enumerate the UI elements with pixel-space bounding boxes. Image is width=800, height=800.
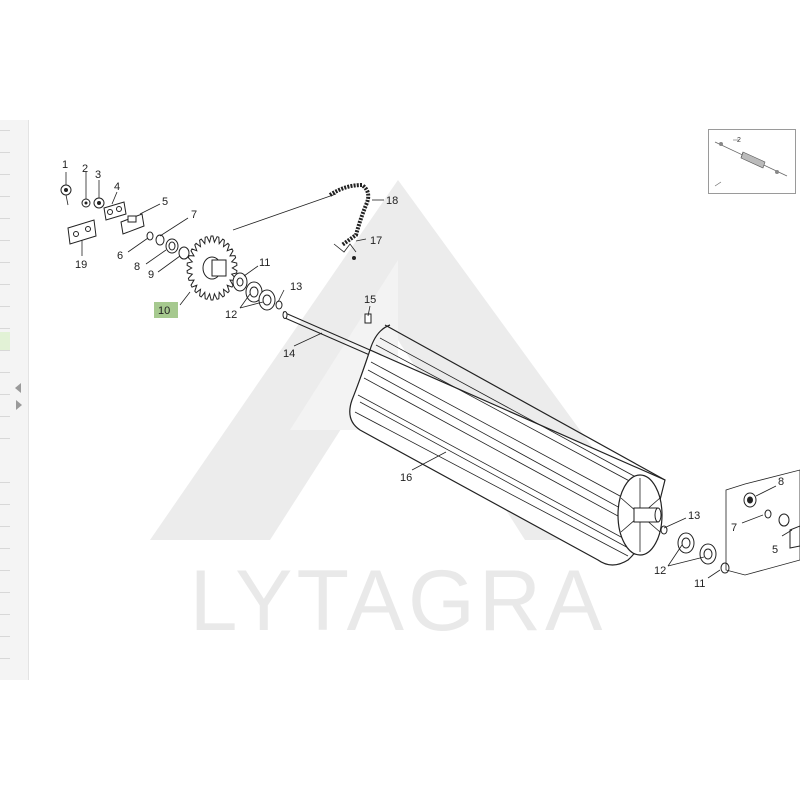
callout-labels: 1 2 3 4 5 6 7 8 9 10 11 12 13 14 15 16 1… xyxy=(62,159,784,590)
part-chain xyxy=(328,182,371,247)
callout-8-right[interactable]: 8 xyxy=(778,476,784,488)
callout-1[interactable]: 1 xyxy=(62,159,68,171)
watermark-text: LYTAGRA xyxy=(190,553,607,649)
selected-callout-highlight[interactable] xyxy=(154,302,178,318)
part-right-housing xyxy=(725,469,800,576)
callout-10[interactable]: 10 xyxy=(158,305,170,317)
callout-2[interactable]: 2 xyxy=(82,163,88,175)
callout-13-right[interactable]: 13 xyxy=(688,510,700,522)
part-bolt xyxy=(60,184,72,206)
part-roller xyxy=(349,324,666,566)
part-washer xyxy=(81,198,91,208)
next-arrow-icon[interactable] xyxy=(16,400,22,410)
part-ring-8 xyxy=(165,238,179,254)
callout-11-right[interactable]: 11 xyxy=(694,578,705,590)
part-chain-link xyxy=(333,243,357,260)
callout-17[interactable]: 17 xyxy=(370,235,382,247)
part-ring-9 xyxy=(178,246,190,260)
part-plate xyxy=(103,201,127,221)
part-nut xyxy=(93,197,105,209)
callout-12[interactable]: 12 xyxy=(225,309,237,321)
callout-3[interactable]: 3 xyxy=(95,169,101,181)
callout-7[interactable]: 7 xyxy=(191,209,197,221)
part-bearing-left xyxy=(232,272,283,311)
previous-arrow-icon[interactable] xyxy=(15,383,21,393)
callout-4[interactable]: 4 xyxy=(114,181,120,193)
callout-13[interactable]: 13 xyxy=(290,281,302,293)
leader-lines xyxy=(65,172,793,579)
part-ring-7 xyxy=(155,234,165,246)
callout-14[interactable]: 14 xyxy=(283,348,295,360)
part-ring-6 xyxy=(146,231,154,241)
callout-16[interactable]: 16 xyxy=(400,472,412,484)
callout-19[interactable]: 19 xyxy=(75,259,87,271)
thumbnail-callout: 2 xyxy=(737,137,741,144)
callout-8[interactable]: 8 xyxy=(134,261,140,273)
part-sprocket xyxy=(186,235,238,301)
part-bracket xyxy=(120,213,145,235)
part-bearing-right xyxy=(660,525,730,574)
part-plate-19 xyxy=(67,219,97,245)
sprocket-boss xyxy=(211,259,227,277)
callout-18[interactable]: 18 xyxy=(386,195,398,207)
overview-thumbnail[interactable]: 2 xyxy=(708,129,796,194)
callout-15[interactable]: 15 xyxy=(364,294,376,306)
callout-9[interactable]: 9 xyxy=(148,269,154,281)
callout-5-right[interactable]: 5 xyxy=(772,544,778,556)
rail-selected-item[interactable] xyxy=(0,332,10,350)
callout-5[interactable]: 5 xyxy=(162,196,168,208)
callout-11[interactable]: 11 xyxy=(259,257,270,269)
callout-7-right[interactable]: 7 xyxy=(731,522,737,534)
callout-12-right[interactable]: 12 xyxy=(654,565,666,577)
callout-6[interactable]: 6 xyxy=(117,250,123,262)
part-shaft xyxy=(282,311,373,357)
left-rail xyxy=(0,120,29,680)
